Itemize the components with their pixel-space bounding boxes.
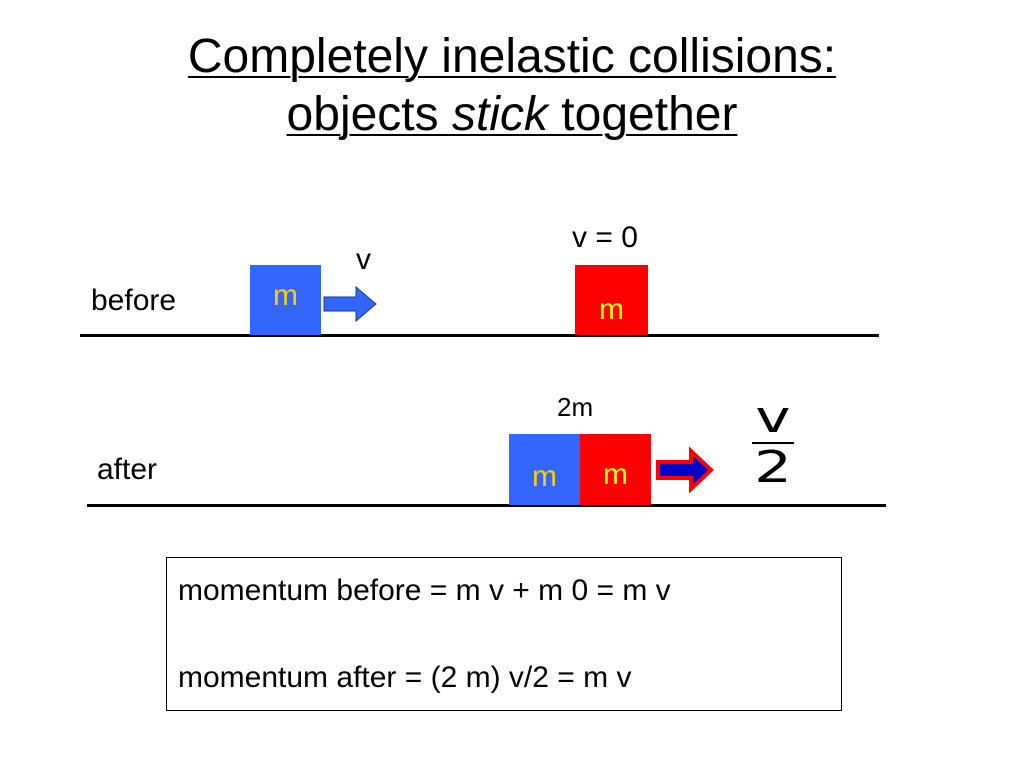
fraction-bar	[752, 442, 794, 444]
combined-mass-label: 2m	[557, 392, 594, 422]
after-ground-line	[87, 504, 886, 507]
before-moving-block-mass: m	[273, 279, 298, 312]
after-velocity-numerator: v	[755, 392, 791, 443]
after-label: after	[97, 453, 158, 486]
after-left-block: m	[509, 434, 580, 505]
after-velocity-fraction: v 2	[752, 396, 794, 490]
momentum-equations-box: momentum before = m v + m 0 = m v moment…	[166, 557, 842, 711]
momentum-after-equation: momentum after = (2 m) v/2 = m v	[178, 661, 632, 694]
after-velocity-denominator: 2	[754, 442, 792, 493]
after-left-block-mass: m	[532, 460, 557, 493]
before-moving-block: m	[250, 265, 321, 335]
title-line-2: objects stick together	[0, 86, 1024, 144]
title-line-2-post: together	[547, 88, 738, 141]
after-right-block-mass: m	[603, 458, 628, 491]
title-emphasis: stick	[451, 88, 548, 141]
page-title: Completely inelastic collisions: objects…	[0, 28, 1024, 144]
before-rest-block: m	[575, 265, 648, 335]
after-right-block: m	[580, 434, 651, 505]
before-velocity-label: v	[356, 243, 371, 276]
title-line-2-pre: objects	[286, 88, 452, 141]
before-rest-block-mass: m	[599, 293, 624, 326]
after-velocity-arrow-icon	[656, 447, 714, 493]
before-label: before	[91, 284, 177, 317]
before-velocity-arrow-icon	[323, 285, 377, 323]
rest-velocity-label: v = 0	[572, 221, 638, 254]
before-ground-line	[80, 334, 879, 337]
title-line-1: Completely inelastic collisions:	[187, 30, 837, 83]
momentum-before-equation: momentum before = m v + m 0 = m v	[178, 574, 671, 607]
